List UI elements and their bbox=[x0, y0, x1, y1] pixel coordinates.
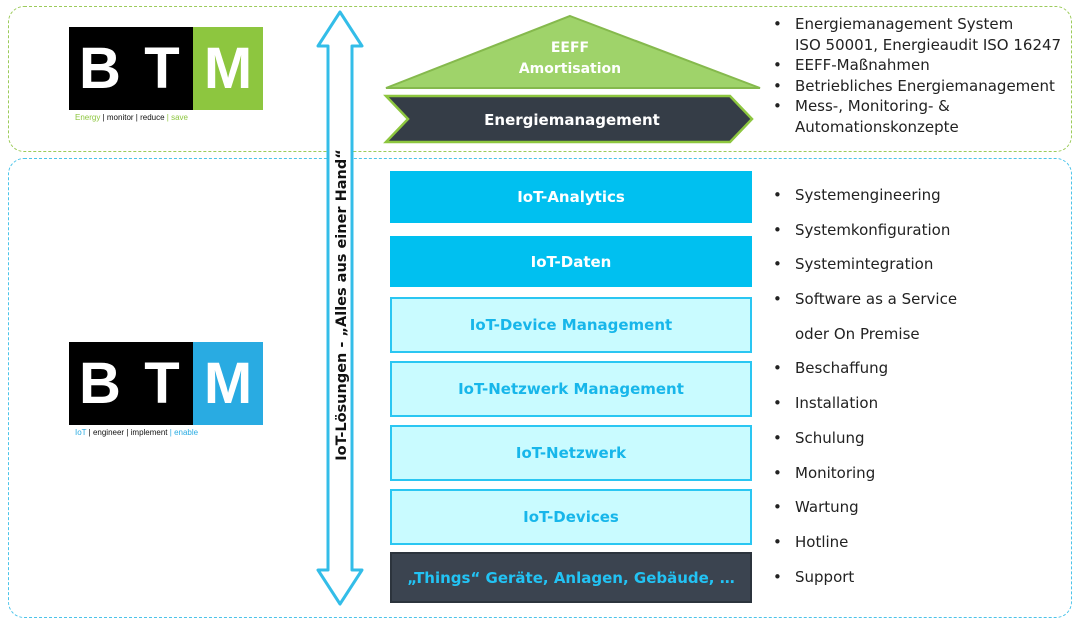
layer-iot-netzwerk-management: IoT-Netzwerk Management bbox=[390, 361, 752, 417]
tagline-word: Energy bbox=[75, 113, 101, 122]
list-item: Betriebliches Energiemanagement bbox=[771, 76, 1061, 97]
logo-letter-m: M bbox=[193, 27, 263, 110]
layer-things: „Things“ Geräte, Anlagen, Gebäude, … bbox=[390, 552, 752, 603]
list-item: Schulung bbox=[771, 427, 957, 462]
list-item: Monitoring bbox=[771, 462, 957, 497]
triangle-line-2: Amortisation bbox=[519, 61, 621, 77]
tagline-word: implement bbox=[130, 428, 168, 437]
tagline-sep: | bbox=[100, 113, 107, 122]
iot-section-frame bbox=[8, 158, 1072, 618]
list-item: Wartung bbox=[771, 496, 957, 531]
list-item: Support bbox=[771, 566, 957, 601]
list-item: Hotline bbox=[771, 531, 957, 566]
tagline-sep: | bbox=[167, 428, 175, 437]
layer-iot-device-management: IoT-Device Management bbox=[390, 297, 752, 353]
list-item: Systemkonfiguration bbox=[771, 219, 957, 254]
list-item-continuation: oder On Premise bbox=[795, 324, 920, 343]
list-item: Beschaffung bbox=[771, 357, 957, 392]
list-item: Software as a Service bbox=[771, 288, 957, 323]
tagline-sep: | bbox=[133, 113, 141, 122]
list-item: Systemengineering bbox=[771, 184, 957, 219]
iot-services-list: Systemengineering Systemkonfiguration Sy… bbox=[771, 184, 957, 600]
energy-section-frame bbox=[8, 6, 1072, 152]
list-item: Energiemanagement System bbox=[771, 14, 1061, 35]
list-item: Systemintegration bbox=[771, 253, 957, 288]
double-arrow-icon bbox=[316, 10, 364, 606]
logo-letter-t: T bbox=[131, 27, 193, 110]
layer-iot-netzwerk: IoT-Netzwerk bbox=[390, 425, 752, 481]
tagline-sep: | bbox=[124, 428, 131, 437]
logo-tagline: IoT | engineer | implement | enable bbox=[75, 428, 198, 437]
tagline-word: IoT bbox=[75, 428, 87, 437]
list-item: Installation bbox=[771, 392, 957, 427]
tagline-sep: | bbox=[86, 428, 93, 437]
triangle-line-1: EEFF bbox=[551, 40, 589, 56]
list-item-continuation: ISO 50001, Energieaudit ISO 16247 bbox=[795, 35, 1062, 54]
logo-letter-b: B bbox=[69, 27, 131, 110]
list-item-continuation: Automationskonzepte bbox=[795, 117, 959, 136]
tagline-word: engineer bbox=[92, 428, 125, 437]
layer-iot-devices: IoT-Devices bbox=[390, 489, 752, 545]
logo-letter-m: M bbox=[193, 342, 263, 425]
list-item: EEFF-Maßnahmen bbox=[771, 55, 1061, 76]
logo-letter-t: T bbox=[131, 342, 193, 425]
band-label: Energiemanagement bbox=[484, 111, 660, 129]
eeff-triangle bbox=[385, 14, 761, 89]
layer-iot-daten: IoT-Daten bbox=[390, 236, 752, 287]
tagline-word: monitor bbox=[106, 113, 134, 122]
arrow-label: IoT-Lösungen - „Alles aus einer Hand“ bbox=[334, 149, 350, 461]
layer-iot-analytics: IoT-Analytics bbox=[390, 171, 752, 223]
logo-letter-b: B bbox=[69, 342, 131, 425]
energiemanagement-band bbox=[383, 94, 754, 144]
energy-services-list: Energiemanagement System ISO 50001, Ener… bbox=[771, 14, 1061, 137]
list-item: Mess-, Monitoring- & bbox=[771, 96, 1061, 117]
tagline-word: enable bbox=[174, 428, 199, 437]
tagline-word: save bbox=[171, 113, 189, 122]
tagline-sep: | bbox=[164, 113, 172, 122]
logo-tagline: Energy | monitor | reduce | save bbox=[75, 113, 188, 122]
tagline-word: reduce bbox=[140, 113, 165, 122]
